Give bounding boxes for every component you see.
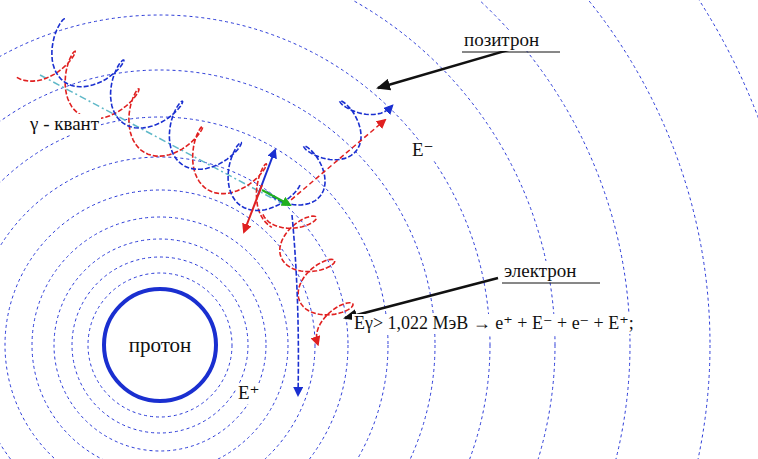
particle-label: позитрон — [462, 30, 541, 51]
underline — [502, 283, 600, 284]
field-ring — [54, 239, 266, 451]
field-arrow — [244, 185, 262, 232]
field-ring — [0, 70, 435, 459]
proton-circle: протон — [102, 287, 218, 403]
leader-line — [345, 278, 498, 318]
field-arrow — [262, 190, 290, 205]
field-ring — [0, 0, 630, 459]
field-ring — [5, 190, 315, 459]
particle-label: электрон — [502, 261, 578, 282]
leader-line — [378, 48, 515, 88]
field-ring — [32, 217, 288, 459]
field-ring — [88, 273, 232, 417]
helix — [17, 51, 272, 227]
field-ring — [0, 15, 490, 459]
field-label: E⁻ — [410, 140, 436, 161]
field-ring — [0, 157, 348, 459]
field-ring — [0, 0, 555, 459]
node-text: протон — [129, 333, 192, 358]
field-label: E⁺ — [236, 383, 262, 404]
field-line — [292, 215, 298, 395]
helix — [263, 214, 353, 344]
field-ring — [72, 257, 248, 433]
underline — [462, 52, 560, 53]
field-ring — [0, 0, 710, 459]
helix — [268, 101, 393, 205]
field-arrow — [285, 120, 385, 205]
particle-label: γ - квант — [28, 114, 101, 135]
reaction-formula: Eγ> 1,022 МэВ → e⁺ + E⁻ + e⁻ + E⁺; — [352, 314, 636, 334]
